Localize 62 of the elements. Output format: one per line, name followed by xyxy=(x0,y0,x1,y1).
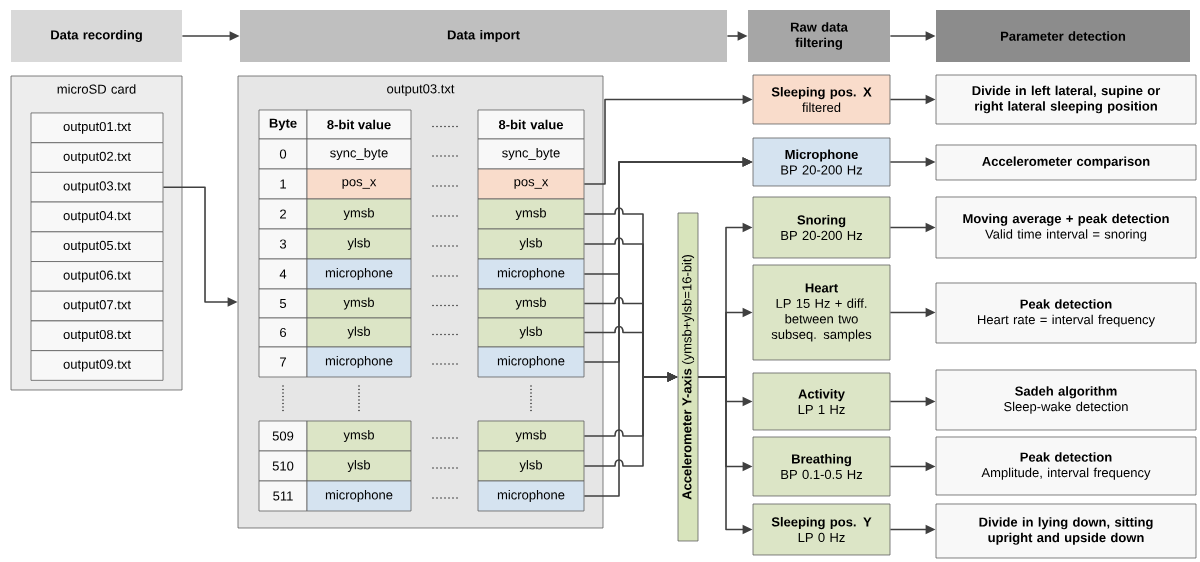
table-cell: sync_byte xyxy=(477,138,585,170)
table-cell: microphone xyxy=(306,480,412,512)
filter-box: Breathing BP 0.1-0.5 Hz xyxy=(752,436,891,497)
file-box: output03.txt xyxy=(30,171,164,203)
table-cell: Byte xyxy=(258,109,308,140)
table-cell: 509 xyxy=(258,420,308,452)
header-box: Data recording xyxy=(11,10,182,62)
table-cell: ylsb xyxy=(306,228,412,260)
table-cell: microphone xyxy=(306,346,412,378)
file-box: output05.txt xyxy=(30,231,164,262)
file-box: output04.txt xyxy=(30,201,164,233)
table-cell: 2 xyxy=(258,198,308,230)
table-cell: 8-bit value xyxy=(477,109,585,140)
table-cell: ymsb xyxy=(477,198,585,230)
result-box: Divide in left lateral, supine or right lateral sleeping position xyxy=(935,74,1197,125)
file-box: output07.txt xyxy=(30,290,164,322)
header-box: Raw data filtering xyxy=(748,10,890,62)
table-cell: 4 xyxy=(258,258,308,290)
table-cell: ylsb xyxy=(477,228,585,260)
result-box: Divide in lying down, sitting upright and upside down xyxy=(935,503,1197,559)
table-cell: ymsb xyxy=(477,288,585,319)
header-box: Parameter detection xyxy=(936,10,1190,62)
filter-box: Microphone BP 20-200 Hz xyxy=(752,137,891,187)
result-box: Sadeh algorithm Sleep-wake detection xyxy=(935,369,1197,431)
table-cell: ylsb xyxy=(477,450,585,482)
table-cell: ylsb xyxy=(477,317,585,348)
table-cell: pos_x xyxy=(306,168,412,200)
table-cell: 7 xyxy=(258,346,308,378)
table-cell: microphone xyxy=(477,258,585,290)
table-cell: ymsb xyxy=(477,420,585,452)
file-box: output09.txt xyxy=(30,350,164,381)
file-box: output02.txt xyxy=(30,142,164,173)
table-cell: microphone xyxy=(477,480,585,512)
result-box: Peak detection Heart rate = interval frequency xyxy=(935,282,1197,344)
result-box: Moving average + peak detection Valid time interval = snoring xyxy=(935,196,1197,259)
table-cell: microphone xyxy=(477,346,585,378)
filter-box: Activity LP 1 Hz xyxy=(752,372,891,431)
table-cell: 5 xyxy=(258,288,308,319)
table-cell: 3 xyxy=(258,228,308,260)
file-box: output06.txt xyxy=(30,261,164,292)
filter-box: Sleeping pos. X filtered xyxy=(752,74,891,125)
result-box: Accelerometer comparison xyxy=(935,144,1197,181)
table-cell: 1 xyxy=(258,168,308,200)
table-cell: pos_x xyxy=(477,168,585,200)
filter-box: Heart LP 15 Hz + diff. between two subseq. samples xyxy=(752,264,891,361)
table-cell: 0 xyxy=(258,138,308,170)
file-box: output01.txt xyxy=(30,112,164,144)
table-cell: ylsb xyxy=(306,317,412,348)
filter-box: Sleeping pos. Y LP 0 Hz xyxy=(752,503,891,556)
table-cell: 510 xyxy=(258,450,308,482)
table-cell: 511 xyxy=(258,480,308,512)
table-cell: ymsb xyxy=(306,420,412,452)
file-box: output08.txt xyxy=(30,320,164,352)
table-cell: ymsb xyxy=(306,288,412,319)
table-cell: ymsb xyxy=(306,198,412,230)
axis-bar: Accelerometer Y-axis (ymsb+ylsb=16-bit) xyxy=(677,212,699,542)
result-box: Peak detection Amplitude, interval frequency xyxy=(935,436,1197,496)
table-cell: ylsb xyxy=(306,450,412,482)
table-cell: microphone xyxy=(306,258,412,290)
filter-box: Snoring BP 20-200 Hz xyxy=(752,196,891,259)
table-cell: 6 xyxy=(258,317,308,348)
header-box: Data import xyxy=(240,10,727,62)
